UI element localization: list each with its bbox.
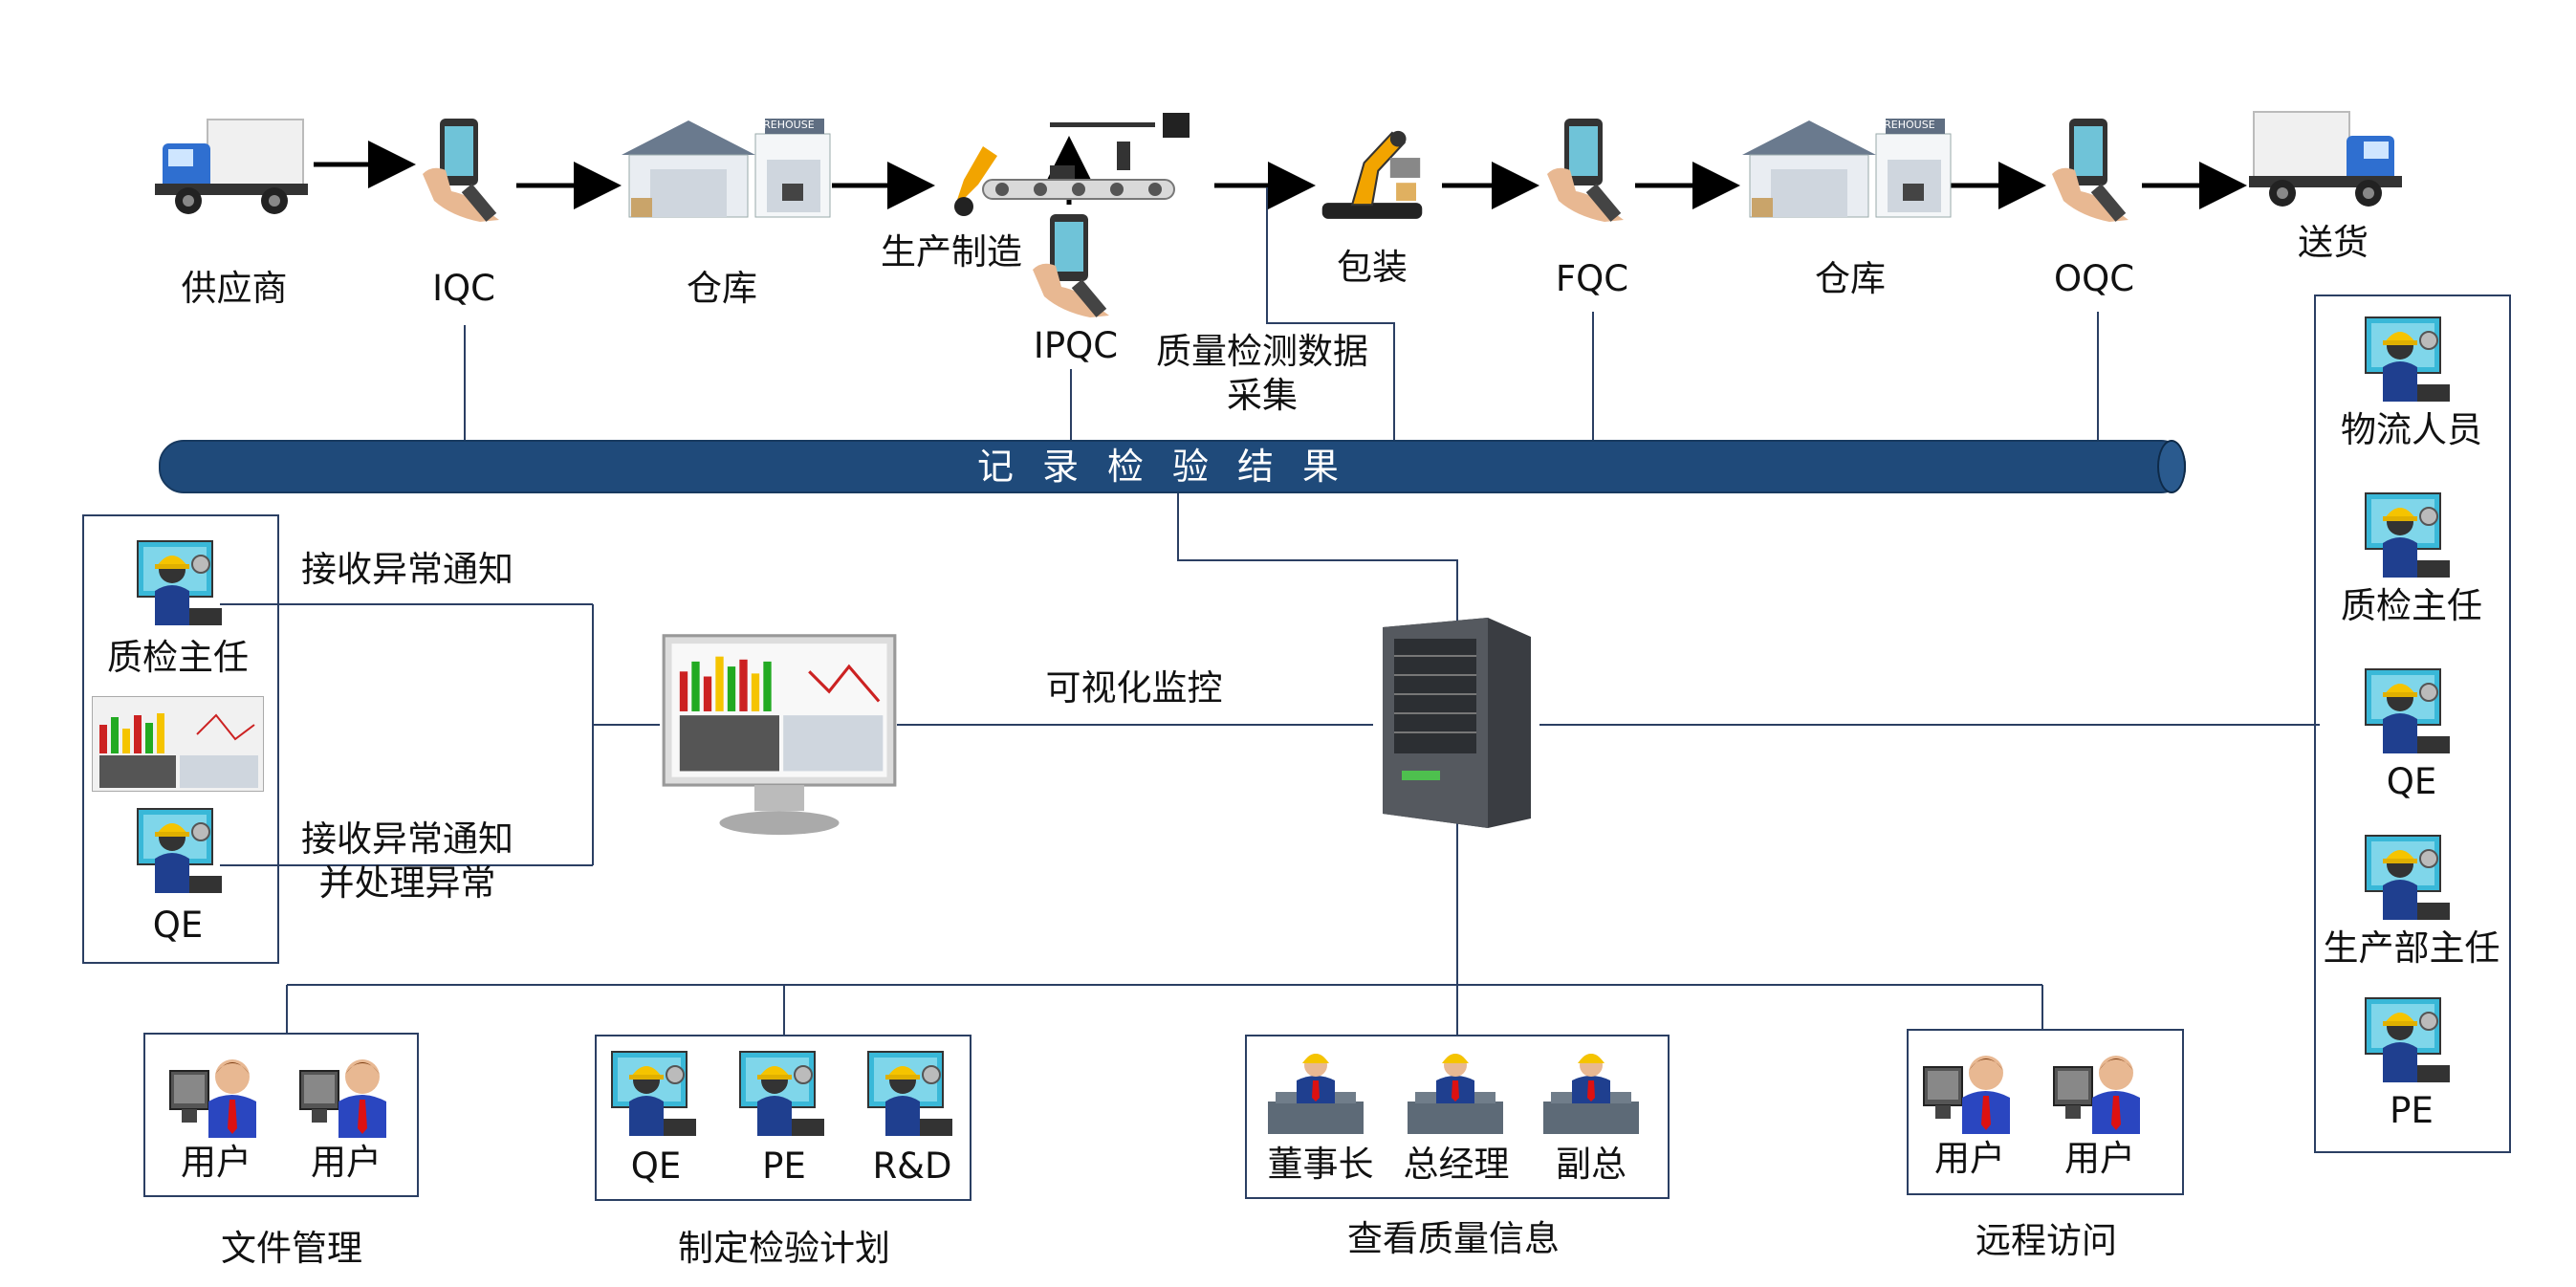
phone-scan-icon — [2052, 119, 2128, 222]
right-role-label: PE — [2390, 1090, 2434, 1131]
truck-icon — [2249, 111, 2402, 207]
delivery-label: 送货 — [2298, 222, 2369, 263]
remote-access-group — [1907, 1029, 2184, 1195]
quality-info-role-label: 副总 — [1556, 1144, 1626, 1185]
production-label: 生产制造 — [881, 231, 1022, 273]
remote-access-user-label: 用户 — [2064, 1138, 2135, 1179]
bar-end-cap — [2157, 440, 2186, 493]
right-role-panel — [2314, 294, 2511, 1153]
connector-lines — [220, 187, 2320, 1036]
quality-info-caption: 查看质量信息 — [1347, 1218, 1560, 1259]
left-qe-label: QE — [152, 905, 204, 946]
oqc-label: OQC — [2053, 258, 2135, 299]
supplier-label: 供应商 — [181, 268, 288, 309]
dashboard-monitor-icon — [662, 634, 897, 837]
phone-scan-icon — [1033, 214, 1109, 317]
warehouse-sign: WAREHOUSE — [746, 119, 815, 131]
remote-access-caption: 远程访问 — [1976, 1220, 2117, 1261]
data-collection-label-line1: 质量检测数据 — [1156, 331, 1368, 372]
left-qc-supervisor-label: 质检主任 — [107, 637, 249, 678]
ipqc-label: IPQC — [1033, 325, 1119, 366]
truck-icon — [155, 119, 308, 215]
warehouse-icon — [622, 118, 831, 218]
file-mgmt-caption: 文件管理 — [221, 1228, 362, 1269]
production-line-icon — [952, 113, 1191, 218]
server-icon — [1382, 618, 1532, 828]
inspection-plan-role-label: PE — [762, 1145, 806, 1187]
inspection-plan-role-label: R&D — [872, 1145, 952, 1187]
visual-monitor-label: 可视化监控 — [1045, 667, 1223, 709]
inspection-plan-group — [595, 1035, 971, 1201]
file-mgmt-group — [143, 1033, 419, 1197]
right-role-label: QE — [2386, 761, 2437, 802]
remote-access-user-label: 用户 — [1934, 1138, 2005, 1179]
right-role-label: 质检主任 — [2341, 585, 2482, 626]
phone-scan-icon — [423, 119, 499, 222]
packaging-robot-icon — [1321, 129, 1424, 220]
iqc-label: IQC — [432, 268, 495, 309]
file-mgmt-user-label: 用户 — [311, 1142, 382, 1183]
inspection-plan-caption: 制定检验计划 — [678, 1228, 890, 1269]
receive-handle-label-line2: 并处理异常 — [318, 862, 496, 904]
receive-handle-label-line1: 接收异常通知 — [301, 818, 513, 860]
warehouse-label: 仓库 — [1815, 258, 1886, 299]
quality-info-role-label: 董事长 — [1267, 1144, 1374, 1185]
record-results-label: 记录检验结果 — [976, 446, 1367, 488]
inspection-plan-role-label: QE — [630, 1145, 682, 1187]
file-mgmt-user-label: 用户 — [181, 1142, 251, 1183]
receive-notice-label: 接收异常通知 — [301, 549, 513, 590]
phone-scan-icon — [1547, 119, 1624, 222]
left-role-panel — [82, 514, 279, 964]
right-role-label: 生产部主任 — [2323, 927, 2500, 969]
warehouse-sign: WAREHOUSE — [1867, 119, 1935, 131]
record-results-bar: 记录检验结果 — [159, 440, 2186, 493]
quality-info-group — [1245, 1035, 1670, 1199]
data-collection-label-line2: 采集 — [1227, 375, 1298, 416]
warehouse-icon — [1742, 118, 1952, 218]
fqc-label: FQC — [1555, 258, 1629, 299]
right-role-label: 物流人员 — [2341, 409, 2482, 450]
quality-info-role-label: 总经理 — [1403, 1144, 1510, 1185]
warehouse-label: 仓库 — [687, 268, 757, 309]
packaging-label: 包装 — [1337, 247, 1408, 288]
